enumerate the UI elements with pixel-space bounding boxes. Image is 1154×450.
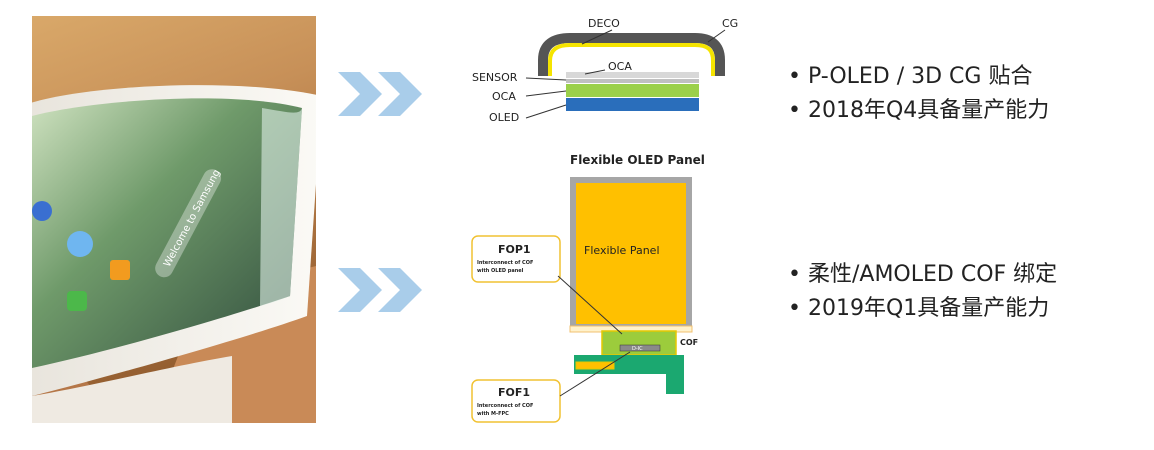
double-chevron-arrow-top-icon [338,72,422,116]
sensor-layer [566,79,699,83]
bullet-bottom-2: 2019年Q1具备量产能力 [788,292,1057,326]
fop1-title: FOP1 [498,243,531,256]
panel-label: Flexible Panel [584,244,660,257]
cg-label: CG [722,17,738,30]
phone-illustration: Welcome to Samsung [32,85,316,423]
fop1-callout [471,235,561,283]
oca-label: OCA [492,90,516,103]
oled-layer [566,98,699,111]
welcome-banner [155,169,222,278]
fop1-desc-line2: with OLED panel [477,268,524,274]
flexible-panel [576,183,686,324]
oca-top-label: OCA [608,60,632,73]
bullet-bottom-1: 柔性/AMOLED COF 绑定 [788,258,1057,292]
fof1-title: FOF1 [498,386,530,399]
oca-top-layer [566,72,699,78]
bullets-bottom: 柔性/AMOLED COF 绑定 2019年Q1具备量产能力 [788,258,1057,326]
fof1-desc-line1: Interconnect of COF [477,403,533,409]
bullets-top: P-OLED / 3D CG 贴合 2018年Q4具备量产能力 [788,60,1049,128]
main-fpc [574,355,684,394]
bullet-top-2: 2018年Q4具备量产能力 [788,94,1049,128]
phone-stand [32,356,232,423]
app-icon [110,260,130,280]
curved-edge [260,108,302,306]
fop1-leader-line [557,275,623,335]
app-icon [32,201,52,221]
diagram-title: Flexible OLED Panel [570,153,705,167]
cof-label: COF [680,338,698,347]
oca-layer [566,84,699,97]
double-chevron-arrow-bottom-icon [338,268,422,312]
flexible-oled-panel-diagram: Flexible OLED Panel Flexible Panel D-IC … [471,153,705,423]
lamination-stack-diagram: DECO CG OCA SENSOR OCA OLED [472,17,738,124]
phone-screen [32,98,302,368]
fpc-connector [575,361,615,370]
cover-glass [538,33,725,76]
driver-ic [619,344,661,352]
fop1-desc-line1: Interconnect of COF [477,260,533,266]
bullet-top-1: P-OLED / 3D CG 贴合 [788,60,1049,94]
sensor-label: SENSOR [472,71,518,84]
curved-phone-photo: Welcome to Samsung [32,16,316,423]
fof1-leader-line [559,351,631,397]
fof1-desc-line2: with M-FPC [477,411,509,417]
deco-layer [548,43,715,76]
phone-icon [67,291,87,311]
fof1-callout [471,379,561,423]
globe-icon [67,231,93,257]
oled-label: OLED [489,111,519,124]
driver-ic-label: D-IC [632,346,643,352]
deco-label: DECO [588,17,620,30]
